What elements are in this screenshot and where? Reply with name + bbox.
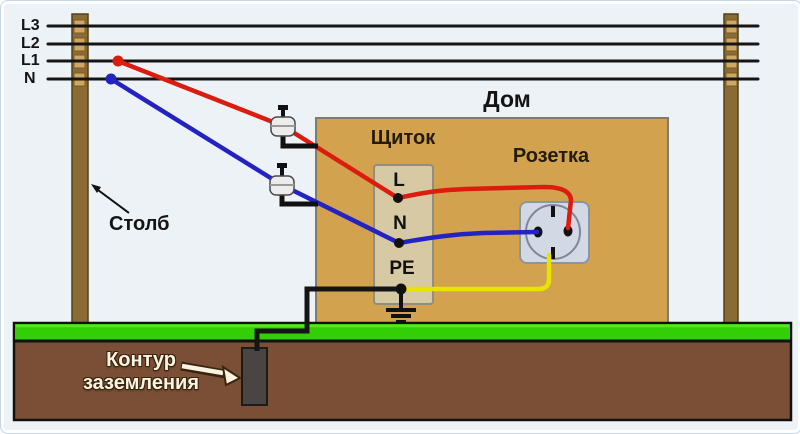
ground-loop-label-line2: заземления [83,372,199,394]
house-label: Дом [483,86,531,112]
socket-label: Розетка [512,145,590,167]
ground-electrode [241,347,268,406]
terminal-dot-n [394,238,404,248]
overhead-lines [46,24,760,81]
line-label-l3: L3 [21,17,40,34]
pole-label: Столб [109,213,170,235]
ground-loop-label-line1: Контур [106,349,176,371]
phase-wire [115,58,574,231]
ground-arrow-head [221,364,243,387]
panel-label: Щиток [370,127,436,149]
pole-arrow [91,184,130,214]
terminal-dot-pe [395,283,407,295]
terminal-label-pe: PE [389,258,415,279]
insulator-cap [278,105,288,110]
tap-dot-n [105,73,117,85]
ground-loop-label: Контур заземления [66,349,216,395]
ground-arrow-shaft [181,363,224,376]
ground-block [12,321,793,422]
line-label-l1: L1 [21,52,40,69]
panel-box [373,164,434,305]
terminal-label-n: N [393,213,407,234]
ground-wire [254,286,401,351]
grass [15,324,790,340]
insulator-bracket [280,135,318,149]
wall-insulator-neutral [269,163,318,207]
pole-arrow-head [91,184,101,193]
ground-arrow [180,361,243,387]
insulator-cap [277,163,287,168]
wall-insulator-phase [270,105,318,149]
earth-symbol [386,291,416,324]
pole-arrow-shaft [97,189,130,214]
socket-right-pin [563,225,573,237]
pe-wire [398,252,552,292]
pole-insulator-knobs [73,19,738,87]
tap-dot-l1 [112,55,124,67]
insulator-bracket [279,194,318,207]
terminal-dot-l [393,193,403,203]
terminal-label-l: L [393,170,405,191]
line-label-n: N [24,70,36,87]
line-label-l2: L2 [21,35,40,52]
